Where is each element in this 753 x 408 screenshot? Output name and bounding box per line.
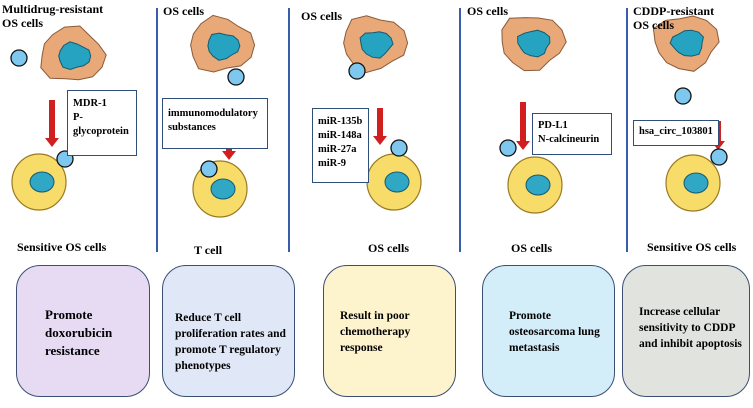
- vesicle-icon: [674, 87, 692, 105]
- outcome-card-4-text: Promote osteosarcoma lung metastasis: [509, 310, 600, 354]
- down-arrow-icon: [373, 108, 387, 145]
- panel-4-mediator-line: N-calcineurin: [538, 134, 600, 145]
- vesicle-icon: [348, 62, 366, 80]
- panel-3-mediator-line: miR-148a: [318, 130, 362, 141]
- panel-4-mediator-line: PD-L1: [538, 120, 568, 131]
- cell-nucleus-icon: [359, 31, 394, 59]
- panel-2-mediator-line: substances: [168, 122, 216, 133]
- cell-nucleus-icon: [210, 178, 236, 200]
- panel-5-top-label-line: OS cells: [633, 18, 674, 32]
- panel-3-top-label-line: OS cells: [301, 9, 342, 23]
- panel-5-mediator-box: hsa_circ_103801: [633, 120, 719, 146]
- panel-5-mediator-line: hsa_circ_103801: [639, 126, 713, 137]
- outcome-card-4: Promote osteosarcoma lung metastasis: [482, 265, 615, 397]
- vesicle-icon: [390, 139, 408, 157]
- vesicle-icon: [499, 139, 517, 157]
- panel-2-top-label-line: OS cells: [163, 4, 204, 18]
- vesicle-icon: [227, 68, 245, 86]
- outcome-card-2-text: Reduce T cell proliferation rates and pr…: [175, 312, 286, 372]
- cell-nucleus-icon: [384, 171, 410, 193]
- panel-3-mediator-box: miR-135b miR-148a miR-27a miR-9: [312, 108, 369, 183]
- panel-1-mediator-line: P-glycoprotein: [73, 112, 129, 137]
- panel-2-mediator-line: immunomodulatory: [168, 108, 258, 119]
- cell-nucleus-icon: [29, 171, 55, 193]
- outcome-card-5-text: Increase cellular sensitivity to CDDP an…: [639, 306, 742, 350]
- panel-1-mediator-line: MDR-1: [73, 98, 107, 109]
- vesicle-icon: [10, 49, 28, 67]
- cell-nucleus-icon: [683, 172, 709, 194]
- panel-1-bottom-label: Sensitive OS cells: [17, 240, 107, 254]
- cell-nucleus-icon: [517, 29, 551, 58]
- vesicle-icon: [200, 160, 218, 178]
- panel-5-top-label-line: CDDP-resistant: [633, 4, 715, 18]
- panel-4-bottom-label: OS cells: [511, 241, 552, 255]
- cell-nucleus-icon: [207, 32, 241, 61]
- outcome-card-2: Reduce T cell proliferation rates and pr…: [162, 265, 295, 397]
- panel-4-top-label-line: OS cells: [467, 4, 508, 18]
- cell-nucleus-icon: [58, 41, 92, 71]
- outcome-card-3: Result in poor chemotherapy response: [323, 265, 456, 397]
- panel-3-mediator-line: miR-27a: [318, 144, 357, 155]
- outcome-card-1-text: Promote doxorubicin resistance: [45, 307, 113, 358]
- panel-3-mediator-line: miR-135b: [318, 116, 363, 127]
- panel-3-top-label: OS cells: [301, 9, 342, 23]
- panel-2-bottom-label: T cell: [194, 243, 223, 257]
- panel-4-top-label: OS cells: [467, 4, 508, 18]
- cell-nucleus-icon: [525, 174, 551, 196]
- outcome-card-5: Increase cellular sensitivity to CDDP an…: [622, 265, 750, 397]
- panel-1-top-label-line: OS cells: [2, 16, 43, 30]
- panel-2-top-label: OS cells: [163, 4, 204, 18]
- down-arrow-icon: [45, 100, 59, 147]
- outcome-card-1: Promote doxorubicin resistance: [16, 265, 150, 397]
- panel-2-mediator-box: immunomodulatory substances: [162, 98, 268, 149]
- vesicle-icon: [710, 148, 728, 166]
- cell-nucleus-icon: [669, 29, 704, 57]
- panel-3-mediator-line: miR-9: [318, 158, 346, 169]
- panel-1-top-label-line: Multidrug-resistant: [2, 2, 104, 16]
- down-arrow-icon: [516, 102, 530, 150]
- panel-3-bottom-label: OS cells: [368, 241, 409, 255]
- outcome-card-3-text: Result in poor chemotherapy response: [340, 310, 411, 354]
- panel-5-bottom-label: Sensitive OS cells: [647, 240, 737, 254]
